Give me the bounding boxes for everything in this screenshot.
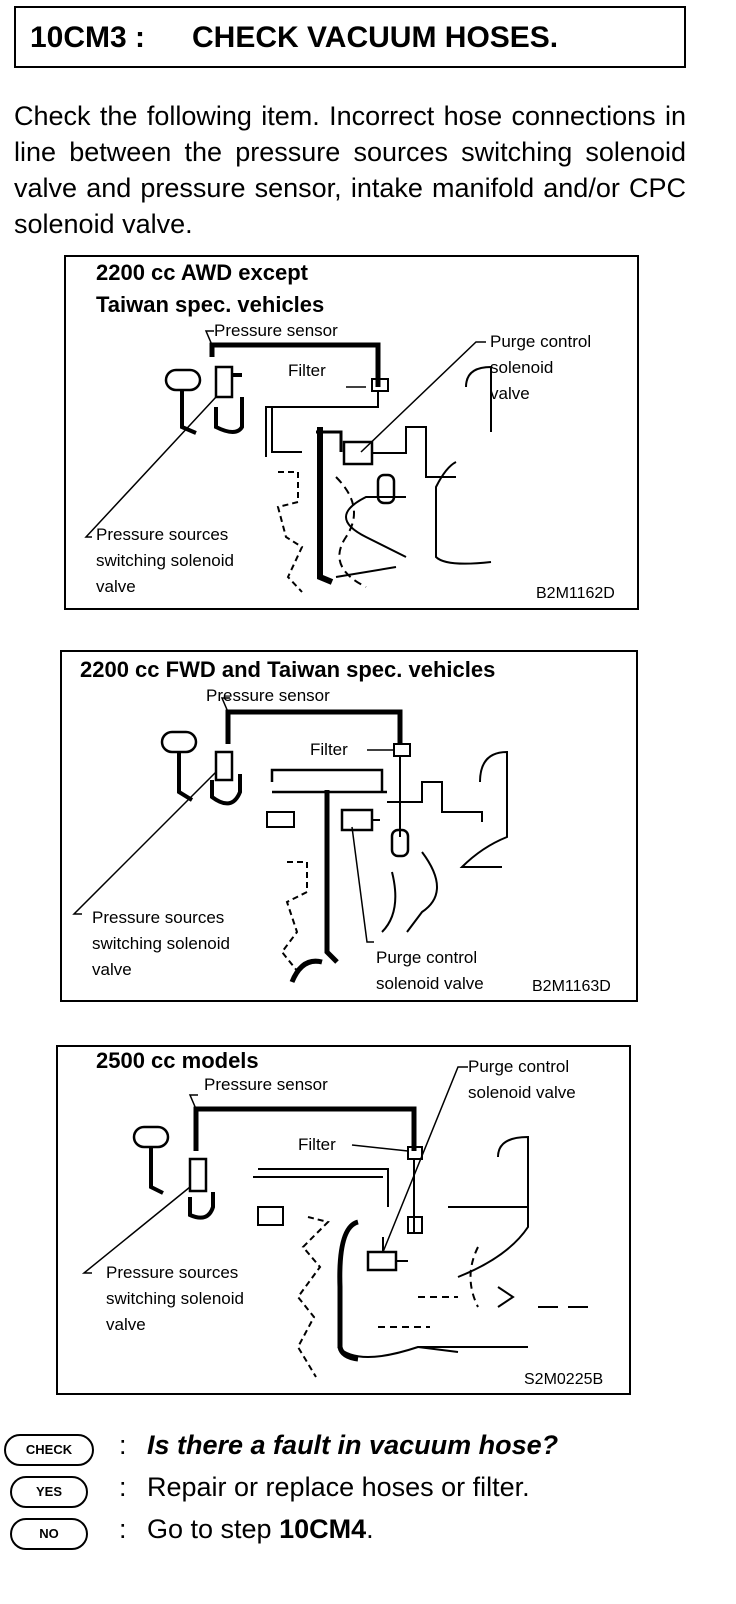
figure-2-purge-label-line1: Purge control xyxy=(376,948,478,967)
figure-3-pss-label-line3: valve xyxy=(106,1315,146,1334)
figure-2200cc-fwd: 2200 cc FWD and Taiwan spec. vehicles Pr… xyxy=(60,650,638,1002)
figure-3-purge-label-line2: solenoid valve xyxy=(468,1083,576,1102)
figure-1-purge-label-line2: solenoid xyxy=(490,358,554,377)
no-badge: NO xyxy=(10,1518,88,1550)
figure-2-pss-label-line3: valve xyxy=(92,960,132,979)
no-colon: : xyxy=(119,1514,127,1544)
figure-3-pressure-sensor-label: Pressure sensor xyxy=(204,1075,328,1094)
figure-1-pss-label-line2: switching solenoid xyxy=(96,551,234,570)
check-question: Is there a fault in vacuum hose? xyxy=(147,1430,559,1460)
figure-3-filter-label: Filter xyxy=(298,1135,336,1154)
yes-answer: Repair or replace hoses or filter. xyxy=(147,1472,530,1502)
figure-1-purge-label-line3: valve xyxy=(490,384,530,403)
figure-3-pss-label-line2: switching solenoid xyxy=(106,1289,244,1308)
figure-1-pss-label-line1: Pressure sources xyxy=(96,525,229,544)
figure-1-id: B2M1162D xyxy=(536,585,615,602)
figure-3-heading: 2500 cc models xyxy=(96,1048,259,1073)
figure-2-diagram xyxy=(72,697,508,983)
intro-paragraph: Check the following item. Incorrect hose… xyxy=(14,101,686,239)
figure-3-id: S2M0225B xyxy=(524,1371,604,1388)
check-colon: : xyxy=(119,1430,127,1460)
figure-1-purge-label-line1: Purge control xyxy=(490,332,592,351)
yes-row: YES : Repair or replace hoses or filter. xyxy=(4,1472,724,1516)
figure-1-heading-line1: 2200 cc AWD except xyxy=(96,260,308,285)
check-badge: CHECK xyxy=(4,1434,94,1466)
step-header-box: 10CM3 : CHECK VACUUM HOSES. xyxy=(14,6,686,68)
step-code: 10CM3 : xyxy=(30,21,146,54)
figure-2-id: B2M1163D xyxy=(532,978,611,995)
figure-2200cc-awd: 2200 cc AWD except Taiwan spec. vehicles… xyxy=(64,255,639,610)
no-answer-prefix: Go to step xyxy=(147,1514,280,1544)
yes-badge: YES xyxy=(10,1476,88,1508)
figure-2500cc: 2500 cc models Pressure sensor Purge con… xyxy=(56,1045,631,1395)
figure-3-pss-label-line1: Pressure sources xyxy=(106,1263,239,1282)
figure-1-diagram xyxy=(84,330,492,593)
check-row: CHECK : Is there a fault in vacuum hose? xyxy=(4,1430,724,1474)
figure-2-heading: 2200 cc FWD and Taiwan spec. vehicles xyxy=(80,657,496,682)
figure-2-purge-label-line2: solenoid valve xyxy=(376,974,484,993)
figure-2-pressure-sensor-label: Pressure sensor xyxy=(206,686,330,705)
next-step-link[interactable]: 10CM4 xyxy=(279,1514,367,1544)
no-answer: Go to step 10CM4. xyxy=(147,1514,374,1545)
figure-3-purge-label-line1: Purge control xyxy=(468,1057,570,1076)
step-title: CHECK VACUUM HOSES. xyxy=(192,21,559,54)
figure-1-heading-line2: Taiwan spec. vehicles xyxy=(96,292,325,317)
figure-1-pressure-sensor-label: Pressure sensor xyxy=(214,321,338,340)
figure-1-filter-label: Filter xyxy=(288,361,326,380)
figure-1-pss-label-line3: valve xyxy=(96,577,136,596)
no-answer-suffix: . xyxy=(366,1514,374,1544)
figure-3-diagram xyxy=(81,1066,588,1378)
yes-colon: : xyxy=(119,1472,127,1502)
figure-2-pss-label-line1: Pressure sources xyxy=(92,908,225,927)
figure-2-pss-label-line2: switching solenoid xyxy=(92,934,230,953)
no-row: NO : Go to step 10CM4. xyxy=(4,1514,724,1558)
figure-2-filter-label: Filter xyxy=(310,740,348,759)
